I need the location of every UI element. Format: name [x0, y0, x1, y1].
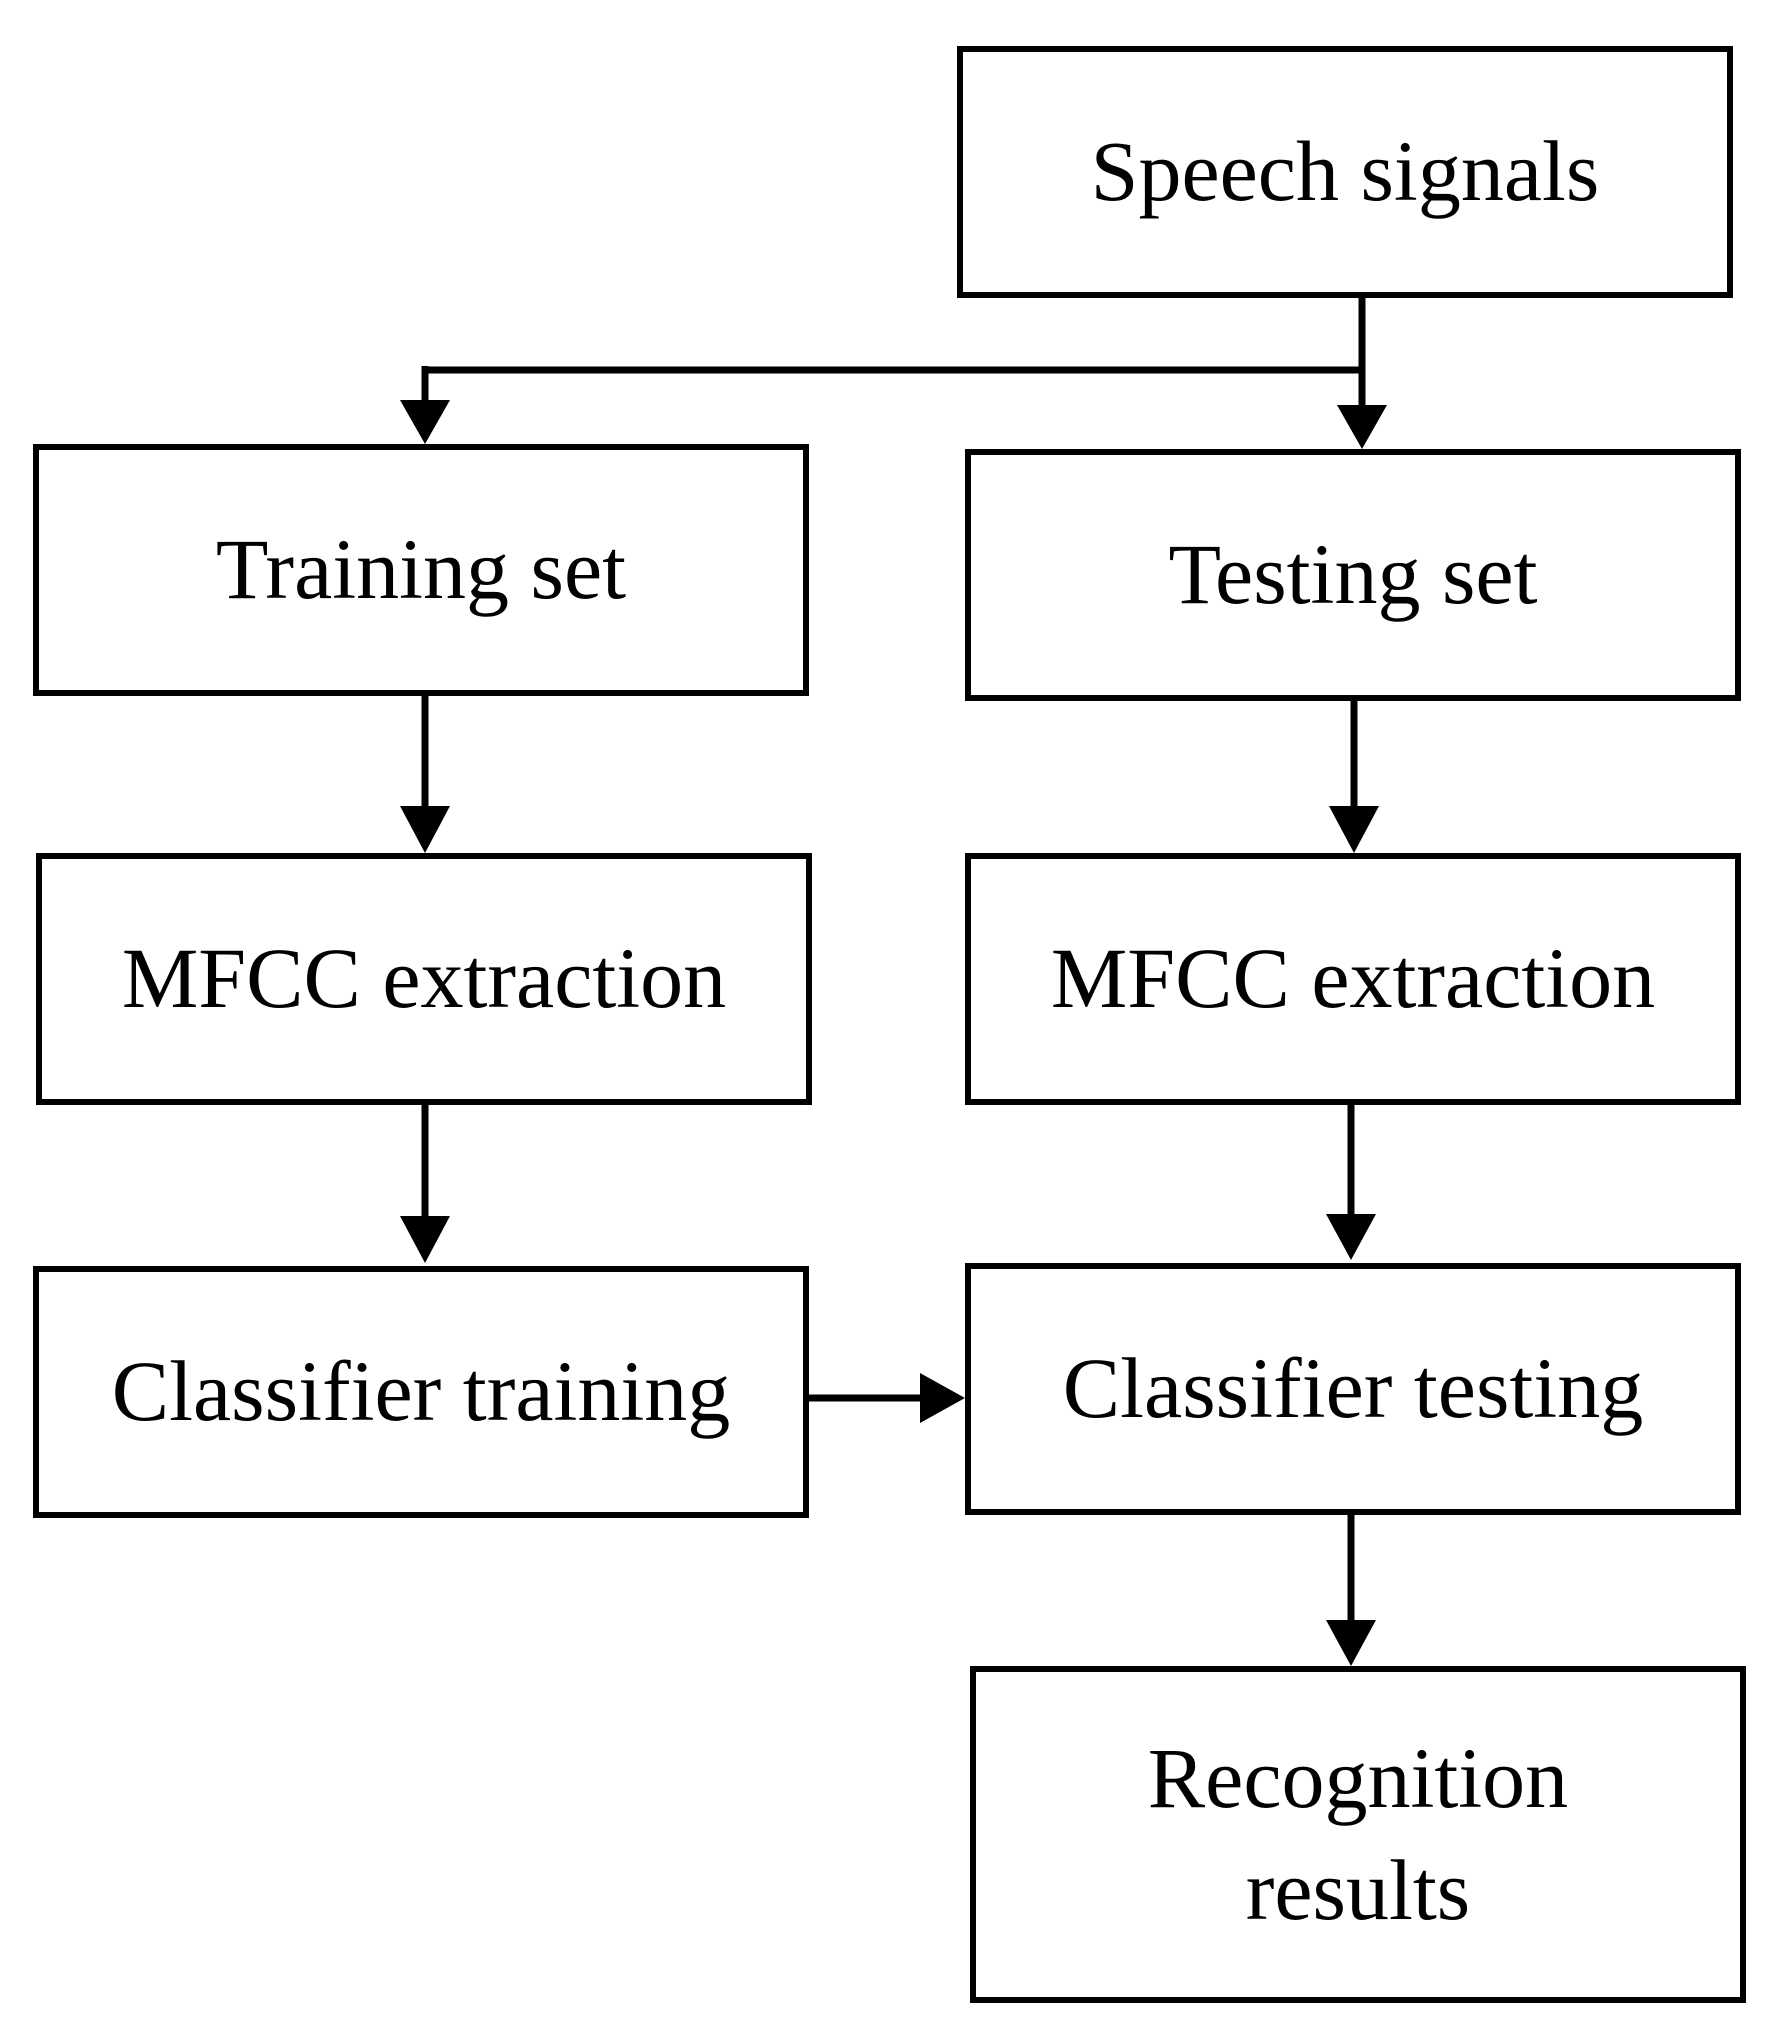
edge-mfcc-to-classifier-training	[400, 1105, 450, 1263]
arrowhead-icon	[1326, 1214, 1376, 1260]
edge-speech-to-testing	[1337, 370, 1387, 449]
arrowhead-icon	[1337, 405, 1387, 449]
node-mfcc-extraction-training: MFCC extraction	[36, 853, 812, 1105]
node-mfcc-extraction-testing: MFCC extraction	[965, 853, 1741, 1105]
node-speech-signals: Speech signals	[957, 46, 1733, 298]
arrowhead-icon	[400, 806, 450, 853]
node-testing-set: Testing set	[965, 449, 1741, 701]
node-label: Speech signals	[1090, 123, 1600, 220]
node-label: Classifier training	[111, 1343, 731, 1440]
node-classifier-training: Classifier training	[33, 1266, 809, 1518]
arrowhead-icon	[400, 400, 450, 444]
arrowhead-icon	[400, 1216, 450, 1263]
edge-speech-to-training	[400, 298, 1366, 444]
arrowhead-icon	[1326, 1620, 1376, 1666]
node-recognition-results: Recognition results	[970, 1666, 1746, 2003]
edge-training-to-mfcc	[400, 696, 450, 853]
node-label: MFCC extraction	[1050, 930, 1656, 1027]
node-label: Training set	[215, 521, 627, 618]
node-label: MFCC extraction	[121, 930, 727, 1027]
node-classifier-testing: Classifier testing	[965, 1263, 1741, 1515]
edge-training-to-testing	[809, 1373, 965, 1423]
node-label: Classifier testing	[1062, 1340, 1644, 1437]
node-label: Testing set	[1168, 526, 1538, 623]
edge-mfcc-to-classifier-testing	[1326, 1105, 1376, 1260]
edge-testing-to-results	[1326, 1515, 1376, 1666]
arrowhead-icon	[1329, 806, 1379, 853]
node-label: Recognition results	[1147, 1729, 1569, 1938]
arrowhead-icon	[920, 1373, 965, 1423]
node-training-set: Training set	[33, 444, 809, 696]
edge-testing-to-mfcc	[1329, 701, 1379, 853]
